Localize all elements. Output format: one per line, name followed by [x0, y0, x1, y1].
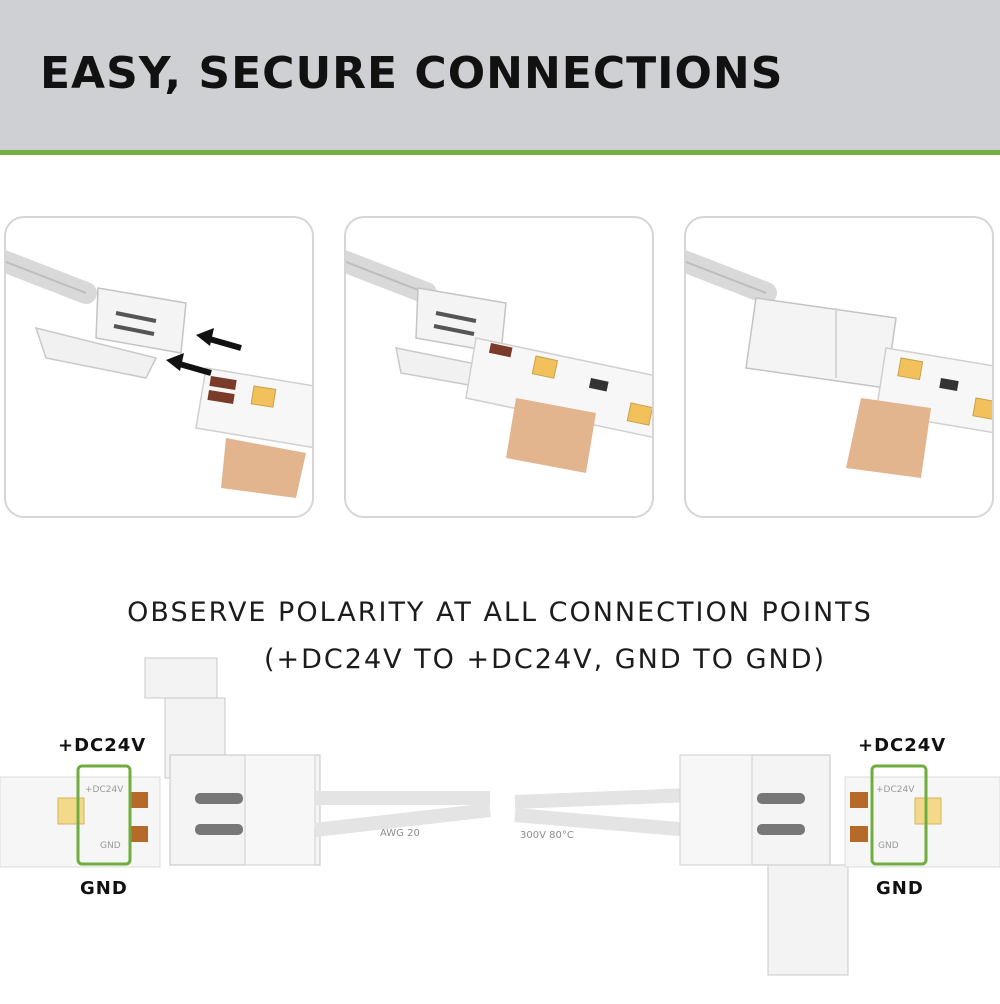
- polarity-highlight-left: [76, 764, 132, 866]
- resistor: [588, 378, 609, 392]
- step-panel-closed: [684, 216, 994, 518]
- connector-pin: [435, 311, 477, 323]
- led-chip: [626, 402, 652, 426]
- adhesive-tape: [221, 438, 306, 498]
- wire-ground-left: [314, 803, 491, 837]
- wire-cable-seam: [6, 260, 87, 294]
- step-panel-inserted: [344, 216, 654, 518]
- connector-closed-body: [745, 297, 897, 389]
- led-chip: [531, 355, 559, 379]
- adhesive-tape: [846, 398, 931, 478]
- connector-left-clip: [144, 657, 218, 699]
- label-left-ground: GND: [80, 878, 128, 899]
- step-panel-insert: [4, 216, 314, 518]
- copper-pad-left-ground: [130, 826, 148, 842]
- header-accent-line: [0, 150, 1000, 155]
- cable-marking-right: 300V 80°C: [520, 830, 574, 841]
- polarity-highlight-right: [870, 764, 928, 866]
- polarity-diagram: +DC24V GND AWG 20 300V 80°C +DC24V GND +…: [0, 650, 1000, 1000]
- connector-base: [34, 326, 158, 379]
- connector-right-housing: [679, 754, 753, 866]
- instruction-line-2: (+DC24V TO +DC24V, GND TO GND): [263, 644, 827, 675]
- connector-pin: [113, 324, 155, 336]
- connector-right-pin-positive: [757, 793, 805, 804]
- strip-copper-pad: [207, 389, 235, 404]
- connector-head: [95, 287, 187, 354]
- copper-pad-right-positive: [850, 792, 868, 808]
- led-strip: [465, 337, 652, 438]
- arrow-icon: [205, 335, 242, 351]
- label-left-positive: +DC24V: [58, 735, 147, 756]
- arrow-icon: [196, 328, 214, 346]
- arrow-icon: [175, 360, 212, 376]
- led-chip-left: [57, 797, 85, 825]
- wire-ground-right: [514, 808, 691, 837]
- polarity-diagram-illustration: +DC24V GND AWG 20 300V 80°C +DC24V GND: [0, 657, 1000, 976]
- connector-pin: [433, 324, 475, 336]
- wire-cable-seam: [346, 260, 427, 294]
- connector-right-latch: [767, 864, 849, 976]
- arrow-icon: [166, 353, 184, 371]
- led-chip-right: [914, 797, 942, 825]
- header-banner: [0, 0, 1000, 150]
- strip-copper-pad: [209, 376, 237, 390]
- strip-copper-pad: [488, 343, 513, 358]
- pad-text-left-ground: GND: [100, 841, 121, 851]
- step-insert-illustration: [6, 250, 312, 498]
- pad-text-right-positive: +DC24V: [876, 785, 915, 795]
- page-title: EASY, SECURE CONNECTIONS: [40, 48, 784, 99]
- pad-text-left-positive: +DC24V: [85, 785, 124, 795]
- connector-left-housing: [244, 754, 316, 866]
- wire-cable-seam: [686, 260, 767, 294]
- copper-pad-left-positive: [130, 792, 148, 808]
- instruction-line-1: OBSERVE POLARITY AT ALL CONNECTION POINT…: [127, 597, 873, 628]
- step-inserted-illustration: [346, 250, 652, 473]
- connector-pin: [115, 311, 157, 323]
- led-chip: [972, 397, 992, 421]
- connector-left-pin-positive: [195, 793, 243, 804]
- cable-marking-left: AWG 20: [380, 828, 420, 839]
- led-chip: [897, 357, 924, 381]
- pad-text-right-ground: GND: [878, 841, 899, 851]
- wire-positive-right: [514, 788, 691, 809]
- copper-pad-right-ground: [850, 826, 868, 842]
- step-closed-illustration: [686, 250, 992, 478]
- connector-right-pin-ground: [757, 824, 805, 835]
- label-right-positive: +DC24V: [858, 735, 947, 756]
- label-right-ground: GND: [876, 878, 924, 899]
- led-chip: [250, 385, 277, 408]
- adhesive-tape: [506, 398, 596, 473]
- connector-left-pin-ground: [195, 824, 243, 835]
- resistor: [939, 378, 959, 391]
